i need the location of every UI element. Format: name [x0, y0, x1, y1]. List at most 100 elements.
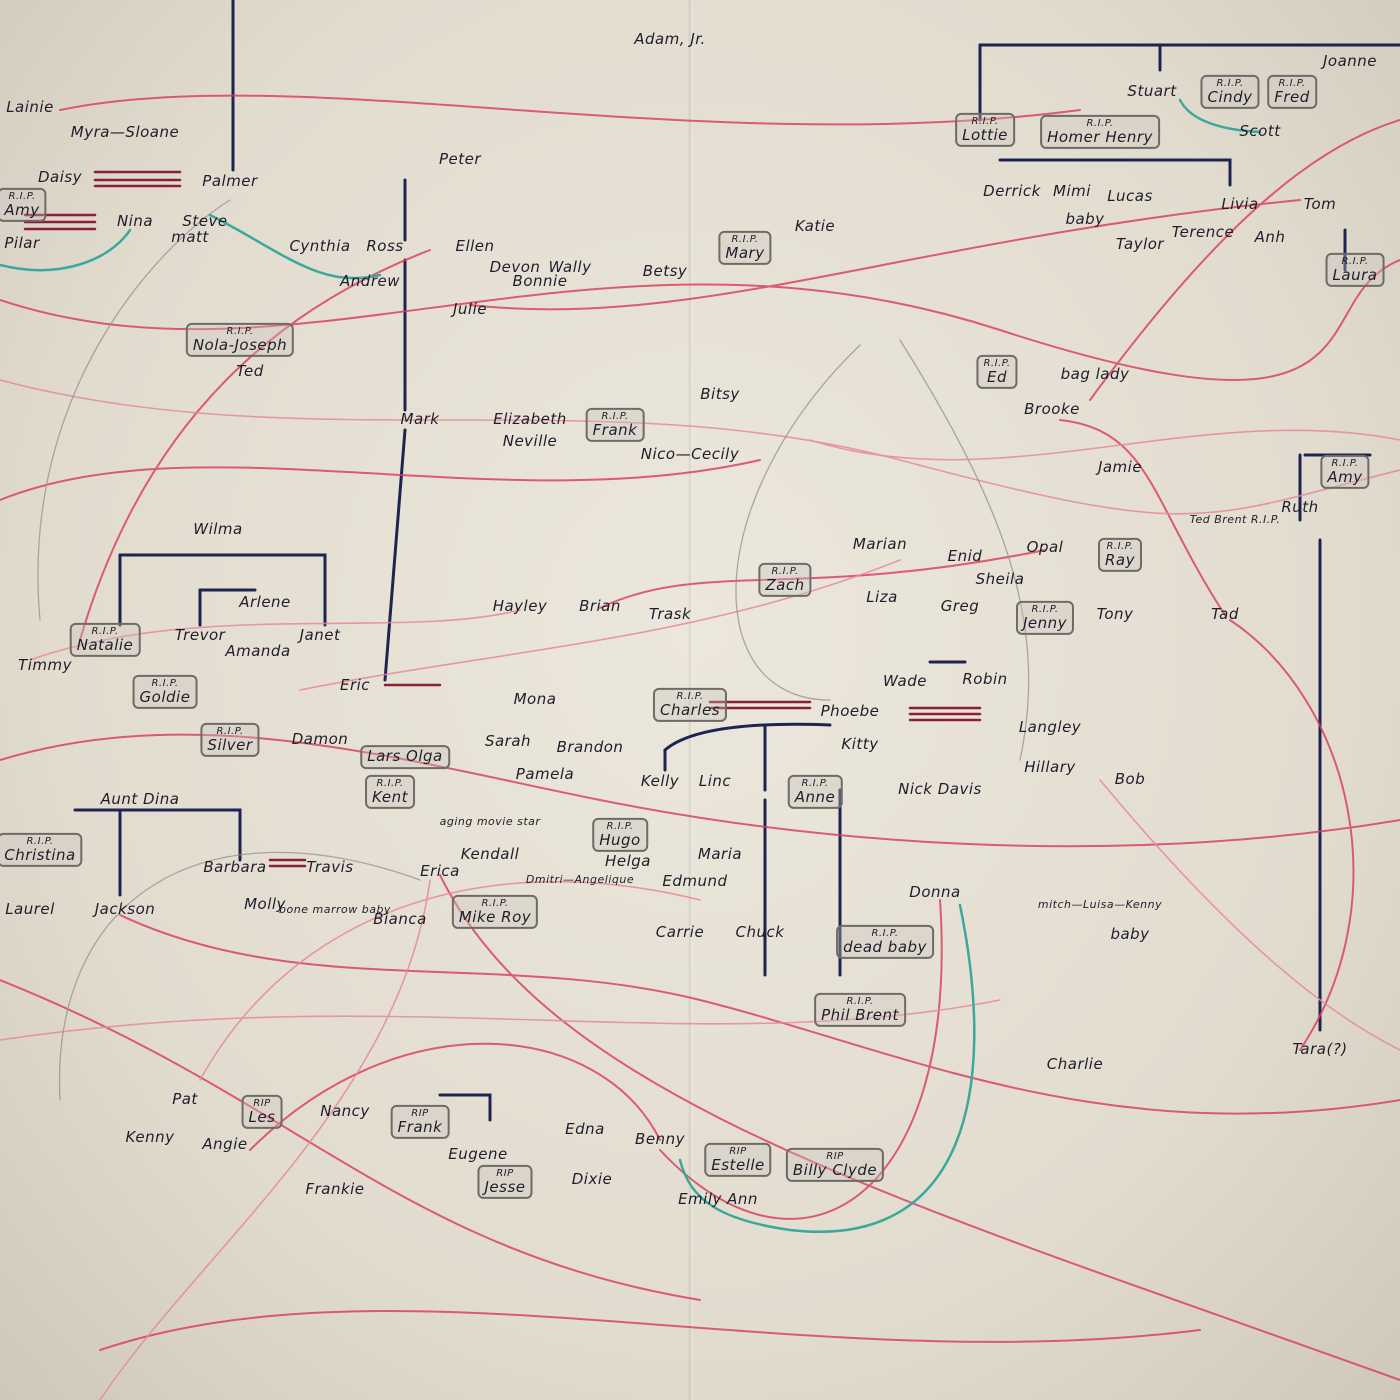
person-name: Angie — [202, 1135, 248, 1154]
person-name: Neville — [502, 432, 558, 451]
person-derrick: Derrick — [983, 182, 1041, 201]
person-daisy: Daisy — [38, 169, 82, 186]
person-name: baby — [1065, 210, 1105, 229]
person-palmer: Palmer — [202, 173, 257, 190]
person-adam-jr: Adam, Jr. — [634, 30, 706, 49]
person-jackson: Jackson — [94, 900, 156, 919]
rip-label: R.I.P. — [606, 820, 634, 832]
person-katie: Katie — [795, 218, 835, 235]
person-nancy: Nancy — [320, 1103, 370, 1120]
person-name: Lars Olga — [367, 747, 443, 766]
person-name: Mike Roy — [458, 907, 532, 926]
person-livia: Livia — [1221, 196, 1258, 213]
person-name: Elizabeth — [493, 410, 567, 429]
person-name: Zach — [765, 575, 805, 594]
person-kendall: Kendall — [460, 845, 520, 864]
person-wally: Wally — [549, 259, 592, 276]
person-name: Maria — [697, 845, 743, 864]
teal-lines — [0, 98, 1262, 1233]
person-name: Kelly — [640, 772, 680, 791]
person-devon: Devon — [490, 259, 541, 276]
person-bonnie: Bonnie — [513, 273, 568, 290]
person-name: bone marrow baby — [279, 903, 391, 917]
person-lucas: Lucas — [1107, 188, 1153, 205]
person-kent: R.I.P.Kent — [365, 774, 415, 810]
person-name: Derrick — [983, 182, 1041, 201]
person-name: Pat — [172, 1090, 198, 1109]
person-name: Jackson — [94, 900, 156, 919]
rip-label: RIP — [729, 1145, 747, 1157]
person-joanne: Joanne — [1323, 53, 1377, 70]
person-trask: Trask — [649, 606, 691, 623]
person-name: Frankie — [305, 1180, 365, 1199]
person-christina: R.I.P.Christina — [0, 832, 83, 868]
person-amanda: Amanda — [225, 643, 290, 660]
rip-label: R.I.P. — [846, 995, 874, 1007]
person-name: Ed — [987, 367, 1007, 386]
person-natalie: R.I.P.Natalie — [69, 622, 141, 658]
rip-label: R.I.P. — [601, 410, 629, 422]
person-name: Tony — [1096, 605, 1134, 624]
person-marian: Marian — [853, 536, 907, 553]
person-arlene: Arlene — [239, 594, 291, 611]
person-name: Robin — [962, 670, 1008, 689]
person-name: Janet — [299, 626, 341, 645]
rip-label: R.I.P. — [8, 190, 36, 202]
person-name: Tara(?) — [1292, 1040, 1348, 1059]
person-name: Amy — [1327, 467, 1363, 486]
person-mimi: Mimi — [1053, 183, 1091, 200]
rip-label: RIP — [411, 1107, 429, 1119]
person-name: Hillary — [1024, 758, 1076, 777]
person-kelly: Kelly — [640, 772, 680, 791]
person-name: Ted — [236, 362, 264, 381]
person-edna: Edna — [565, 1121, 605, 1138]
person-name: matt — [171, 228, 209, 247]
person-name: Stuart — [1127, 82, 1177, 101]
person-hillary: Hillary — [1024, 758, 1076, 777]
person-enid: Enid — [948, 548, 983, 565]
person-amy: R.I.P.Amy — [1320, 454, 1370, 490]
person-name: aging movie star — [439, 815, 541, 829]
person-name: Ellen — [455, 237, 495, 256]
person-anh: Anh — [1255, 229, 1286, 246]
person-name: Lottie — [962, 125, 1008, 144]
person-cynthia: Cynthia — [289, 238, 350, 255]
person-name: Taylor — [1115, 235, 1165, 254]
marriage-lines — [23, 170, 982, 868]
person-name: Billy Clyde — [792, 1160, 878, 1179]
person-barbara: Barbara — [203, 859, 266, 876]
person-tad: Tad — [1211, 606, 1239, 623]
person-name: baby — [1110, 925, 1150, 944]
person-name: Amy — [4, 200, 40, 219]
person-pilar: Pilar — [4, 235, 39, 252]
person-name: Frank — [592, 420, 638, 439]
person-sarah: Sarah — [485, 733, 531, 750]
person-ted: Ted — [236, 362, 264, 381]
person-ed: R.I.P.Ed — [976, 354, 1018, 390]
person-zach: R.I.P.Zach — [758, 562, 812, 598]
rip-label: R.I.P. — [1216, 77, 1244, 89]
person-name: Emily Ann — [678, 1190, 758, 1209]
person-name: Terence — [1171, 223, 1235, 242]
rip-label: RIP — [826, 1150, 844, 1162]
person-name: Jamie — [1097, 458, 1143, 477]
rip-label: R.I.P. — [971, 115, 999, 127]
person-silver: R.I.P.Silver — [200, 722, 260, 758]
rip-label: RIP — [496, 1167, 514, 1179]
rip-label: R.I.P. — [481, 897, 509, 909]
person-name: Silver — [207, 735, 253, 754]
person-name: Charlie — [1046, 1055, 1104, 1074]
person-name: Eric — [339, 676, 371, 695]
person-stuart: Stuart — [1127, 82, 1177, 101]
rip-label: RIP — [253, 1097, 271, 1109]
rip-label: R.I.P. — [1331, 457, 1359, 469]
person-name: Benny — [635, 1130, 685, 1149]
person-name: Molly — [244, 895, 286, 914]
person-name: Christina — [4, 845, 76, 864]
person-name: Frank — [397, 1117, 443, 1136]
person-name: Mona — [513, 690, 557, 709]
person-name: Adam, Jr. — [634, 30, 706, 49]
person-name: Hayley — [492, 597, 548, 616]
person-name: Kendall — [460, 845, 520, 864]
person-name: Brandon — [556, 738, 624, 757]
